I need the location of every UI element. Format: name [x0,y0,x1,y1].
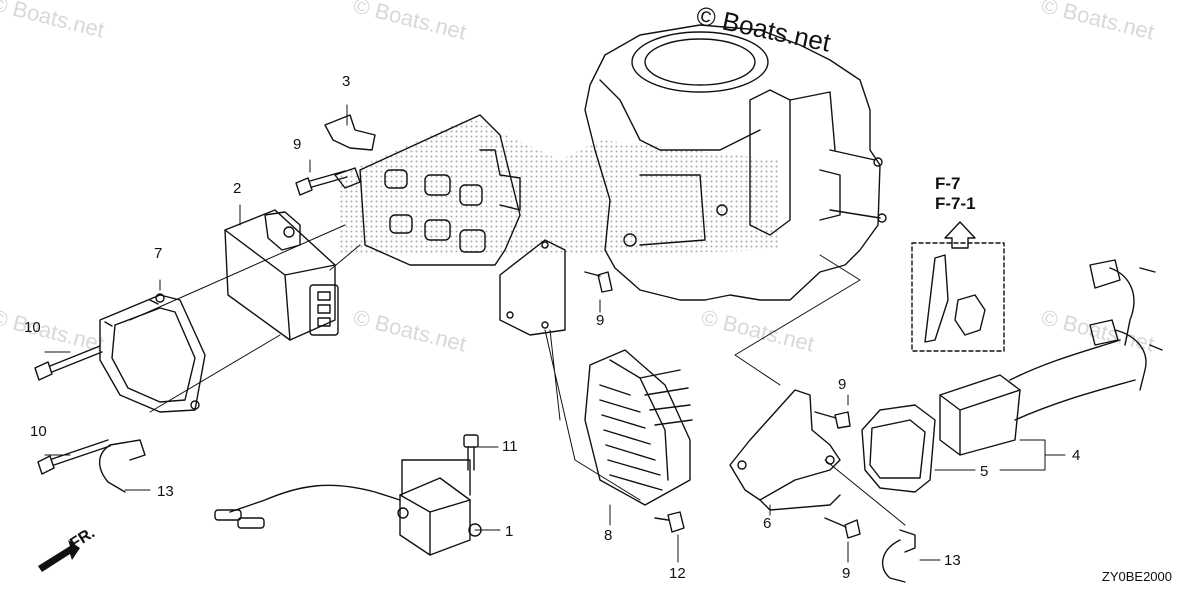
callout-10: 10 [24,319,41,336]
bolt-part-9 [295,170,348,196]
stippled-logo [340,118,780,255]
callout-8: 8 [604,527,613,544]
regulator-part-8 [584,349,693,506]
bolt-part-9 [584,271,613,293]
callout-9: 9 [293,136,302,153]
callout-9: 9 [842,565,851,582]
control-unit-part-2 [224,209,339,341]
mounting-plate [359,114,566,336]
reference-line-1: F-7 [935,174,961,193]
engine [584,24,887,301]
bolt-part-9 [814,411,851,429]
callout-5: 5 [980,463,989,480]
screw-part-12 [654,511,685,533]
boot-part-5 [861,404,936,493]
callout-11: 11 [502,438,518,455]
reference-label: F-7 F-7-1 [935,174,976,213]
front-direction-arrow [38,540,80,572]
reference-box [911,221,1005,352]
leader-lines [44,104,1066,563]
callout-1: 1 [505,523,514,540]
callout-9: 9 [596,312,605,329]
clip-part-13-right [881,529,916,583]
diagram-code: ZY0BE2000 [1101,569,1172,584]
bolt-part-9 [824,517,861,539]
bracket-part-3 [324,114,376,189]
bolt-part-10 [34,345,103,381]
cover-part-7 [99,293,206,413]
ignition-coil-part-4 [939,259,1163,456]
callout-7: 7 [154,245,163,262]
callout-10: 10 [30,423,47,440]
callout-4: 4 [1072,447,1081,464]
callout-6: 6 [763,515,772,532]
bolt-part-11 [463,434,479,471]
callout-12: 12 [669,565,686,582]
callout-13: 13 [157,483,174,500]
bolt-part-10 [37,439,111,475]
coil-part-1 [214,459,482,556]
callout-9: 9 [838,376,847,393]
reference-line-2: F-7-1 [935,193,976,213]
callout-3: 3 [342,73,351,90]
bracket-part-6 [729,389,841,511]
callout-2: 2 [233,180,242,197]
callout-13: 13 [944,552,961,569]
clip-part-13-left [98,439,146,493]
